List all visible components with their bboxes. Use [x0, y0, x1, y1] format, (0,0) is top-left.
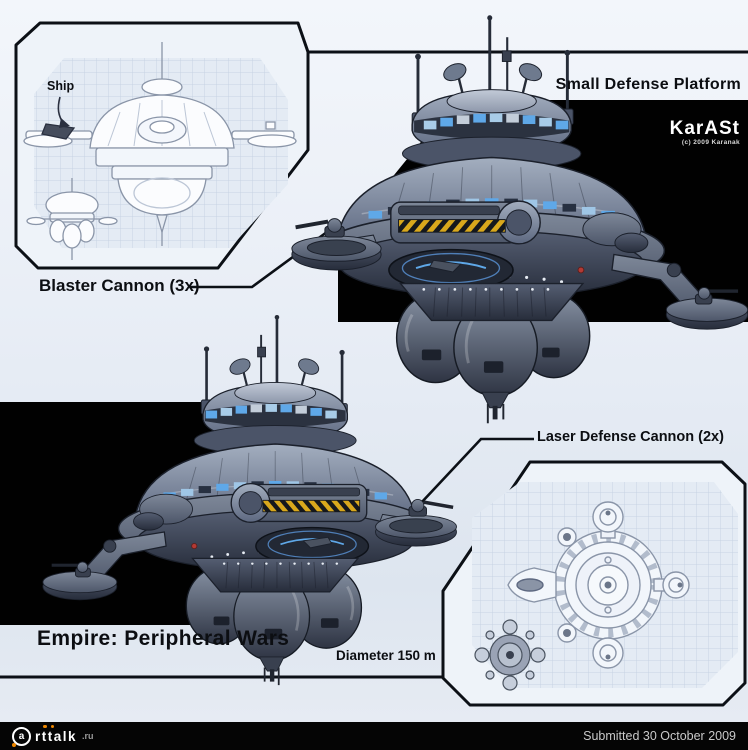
submitted-date: Submitted 30 October 2009 [583, 729, 736, 743]
blaster-cannon-callout: Blaster Cannon (3x) [39, 276, 200, 295]
laser-leader-line [420, 437, 534, 504]
artist-copyright: (c) 2009 Karanak [681, 139, 740, 146]
diameter-callout: Diameter 150 m [336, 648, 436, 663]
top-view-drawing [507, 501, 690, 669]
laser-cannon-callout: Laser Defense Cannon (2x) [537, 429, 724, 445]
orange-dots-icon [43, 724, 54, 728]
orange-dot-icon [12, 742, 16, 747]
arttalk-logo-tld: .ru [82, 731, 94, 741]
front-view-drawing [26, 178, 118, 260]
top-view-panel [441, 460, 747, 707]
arttalk-logo-ring: a [12, 726, 31, 747]
top-view-small-drawing [474, 619, 546, 691]
footer-bar: a rttalk .ru Submitted 30 October 2009 [0, 722, 748, 750]
artist-watermark: KarASt (c) 2009 Karanak [670, 119, 740, 147]
arttalk-logo-name: rttalk [35, 724, 77, 744]
artist-logo-text: KarASt [669, 118, 740, 139]
platform-title: Small Defense Platform [555, 76, 741, 93]
arttalk-logo[interactable]: a rttalk .ru [12, 724, 94, 747]
empire-caption: Empire: Peripheral Wars [37, 627, 290, 650]
side-view-drawing [23, 42, 297, 260]
ship-callout: Ship [47, 79, 75, 93]
side-view-panel [14, 21, 310, 270]
